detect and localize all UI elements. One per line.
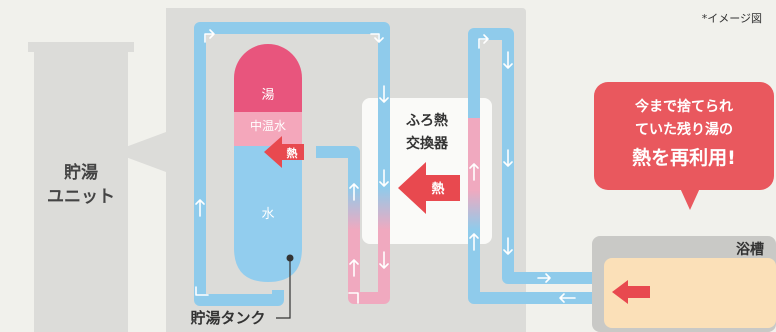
flow-arrow-icon: [379, 251, 389, 269]
illustration-note: *イメージ図: [702, 12, 762, 25]
flow-arrows: [195, 29, 576, 304]
storage-unit-cap: [28, 42, 134, 52]
flow-arrow-icon: [370, 33, 384, 43]
flow-arrow-icon: [503, 51, 513, 69]
tank-hot-section: [234, 44, 302, 112]
return-pipe: [316, 128, 390, 304]
flow-arrow-icon: [195, 199, 205, 217]
flow-arrow-icon: [503, 149, 513, 167]
heat-exchanger-label-line2: 交換器: [406, 135, 449, 152]
bathtub-label: 浴槽: [736, 241, 764, 258]
storage-tank: [234, 44, 302, 282]
flow-arrow-icon: [469, 163, 479, 181]
heat-exchanger-label-line1: ふろ熱: [406, 112, 448, 129]
tank-loop-pipes: [194, 22, 390, 306]
flow-arrow-icon: [537, 273, 551, 283]
tank-heat-arrow-icon: [264, 136, 304, 168]
bathtub-water: [604, 258, 776, 328]
heat-exchanger-box: [362, 98, 492, 244]
storage-unit-label-line1: 貯湯: [64, 162, 98, 183]
storage-unit-body: [34, 50, 128, 332]
tank-water-label: 水: [261, 207, 274, 222]
tank-cold-section: [234, 146, 302, 282]
flow-arrow-icon: [349, 183, 359, 201]
tank-leader-line: [276, 258, 291, 319]
bathtub: [592, 236, 776, 332]
cold-supply-pipe: [194, 22, 390, 306]
main-panel: [112, 8, 526, 332]
flow-arrow-icon: [195, 286, 209, 296]
flow-arrow-icon: [469, 233, 479, 251]
flow-arrow-icon: [379, 169, 389, 187]
exchanger-heat-arrow-icon: [398, 162, 460, 214]
callout-line1: 今まで捨てられ: [634, 98, 733, 115]
callout-line2: ていた残り湯の: [635, 121, 733, 138]
callout-bubble: [594, 82, 774, 210]
flow-arrow-icon: [503, 237, 513, 255]
bath-heat-arrow-icon: [612, 280, 650, 304]
tank-caption: 貯湯タンク: [190, 309, 265, 327]
storage-unit-label-line2: ユニット: [47, 187, 115, 207]
flow-arrow-icon: [559, 293, 576, 303]
tank-heat-label: 熱: [287, 146, 298, 160]
flow-arrow-icon: [478, 34, 489, 49]
flow-arrow-icon: [379, 85, 389, 103]
tank-mid-label: 中温水: [250, 118, 286, 133]
flow-arrow-icon: [204, 29, 215, 43]
tank-mid-section: [234, 112, 302, 146]
storage-unit: [28, 42, 134, 332]
flow-arrow-icon: [349, 259, 359, 277]
exchanger-heat-label: 熱: [431, 181, 444, 197]
flow-arrow-icon: [348, 292, 359, 304]
tank-hot-label: 湯: [261, 88, 274, 103]
callout-line3: 熱を再利用!: [632, 146, 736, 169]
